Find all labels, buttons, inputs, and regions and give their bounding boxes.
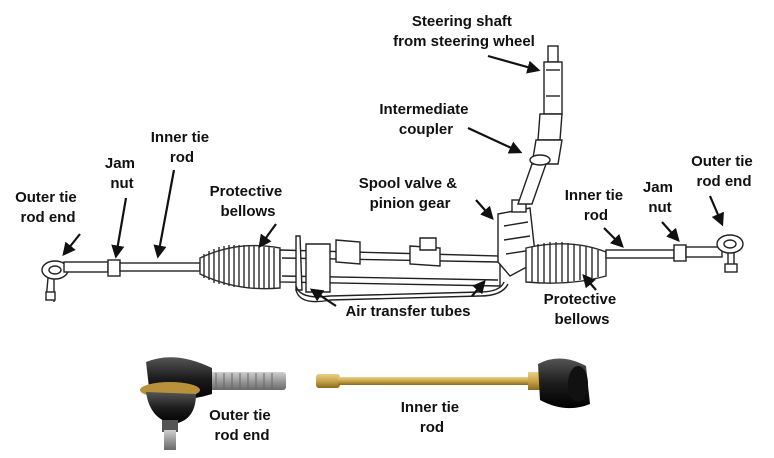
arrow-icon <box>309 288 337 307</box>
label-steering-shaft: Steering shaft from steering wheel <box>393 13 535 50</box>
label-protective-bellows-left: Protective bellows <box>210 183 287 220</box>
label-inner-tie-rod-right: Inner tie rod <box>565 187 628 224</box>
rack-housing <box>279 235 501 293</box>
arrow-icon <box>62 233 81 257</box>
arrow-icon <box>661 221 680 242</box>
arrow-icon <box>487 54 541 74</box>
intermediate-coupler <box>517 113 563 205</box>
air-transfer-tubes <box>295 281 509 303</box>
arrow-icon <box>475 199 494 220</box>
steering-rack-assembly <box>41 45 744 303</box>
protective-bellows-left <box>199 244 281 290</box>
outer-tie-rod-end-photo <box>140 357 286 450</box>
label-inner-tie-rod-left: Inner tie rod <box>151 129 214 166</box>
label-air-transfer-tubes: Air transfer tubes <box>345 303 470 320</box>
arrow-icon <box>603 227 624 248</box>
outer-tie-rod-end-right <box>685 234 744 273</box>
label-jam-nut-left: Jam nut <box>105 155 139 192</box>
outer-tie-rod-end-left <box>41 260 109 302</box>
arrow-icon <box>153 169 176 259</box>
inner-tie-rod-left <box>119 262 201 272</box>
arrow-icon <box>258 223 277 249</box>
protective-bellows-right <box>525 242 607 284</box>
inner-tie-rod-right <box>605 249 675 259</box>
label-intermediate-coupler: Intermediate coupler <box>379 101 472 138</box>
jam-nut-left <box>107 259 121 277</box>
label-outer-tie-rod-left: Outer tie rod end <box>15 189 81 226</box>
arrow-icon <box>471 279 486 297</box>
label-outer-tie-rod-right: Outer tie rod end <box>691 153 757 190</box>
arrow-icon <box>582 273 597 291</box>
callout-arrows <box>62 54 724 307</box>
labels: Steering shaft from steering wheel Inter… <box>15 13 757 444</box>
label-outer-tie-rod-photo: Outer tie rod end <box>209 407 275 444</box>
inner-tie-rod-photo <box>316 358 590 409</box>
label-spool-valve: Spool valve & pinion gear <box>359 175 462 212</box>
steering-shaft <box>543 45 563 115</box>
arrow-icon <box>111 197 128 259</box>
label-jam-nut-right: Jam nut <box>643 179 677 216</box>
label-protective-bellows-right: Protective bellows <box>544 291 621 328</box>
arrow-icon <box>708 195 724 227</box>
jam-nut-right <box>673 244 687 262</box>
label-inner-tie-rod-photo: Inner tie rod <box>401 399 464 436</box>
arrow-icon <box>467 127 523 154</box>
